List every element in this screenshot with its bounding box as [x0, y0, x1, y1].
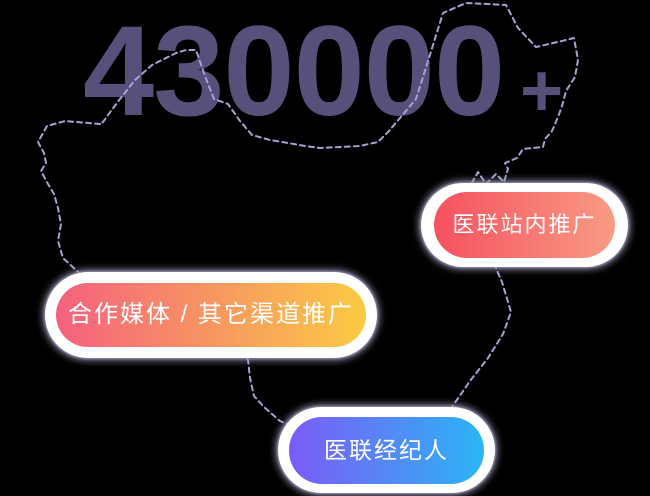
onsite-promo-pill[interactable]: 医联站内推广: [421, 183, 628, 267]
headline-number: 430000: [83, 0, 505, 143]
headline-plus-sign: +: [520, 49, 564, 132]
partner-media-pill-label: 合作媒体 / 其它渠道推广: [67, 301, 354, 328]
broker-pill[interactable]: 医联经纪人: [278, 407, 495, 493]
partner-media-pill[interactable]: 合作媒体 / 其它渠道推广: [45, 272, 377, 358]
broker-pill-gradient: 医联经纪人: [289, 416, 484, 484]
broker-pill-label: 医联经纪人: [324, 436, 449, 463]
onsite-promo-pill-label: 医联站内推广: [452, 212, 597, 237]
partner-media-pill-gradient: 合作媒体 / 其它渠道推广: [56, 283, 366, 347]
onsite-promo-pill-gradient: 医联站内推广: [434, 192, 615, 258]
